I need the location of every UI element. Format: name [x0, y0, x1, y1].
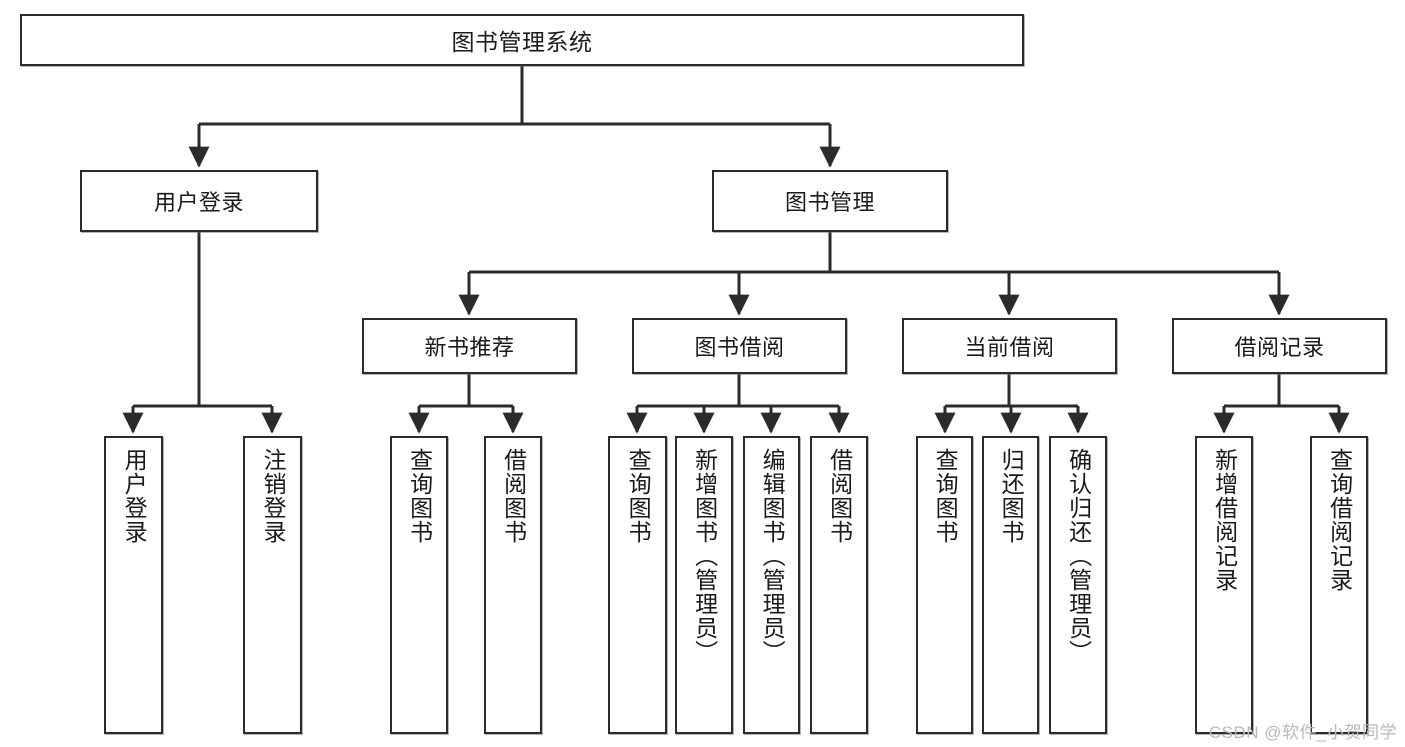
node-current-borrow[interactable]: 当前借阅 [902, 318, 1117, 374]
leaf-confirm-return-admin[interactable]: 确认归还（管理员） [1049, 436, 1107, 734]
leaf-query-borrow-record[interactable]: 查询借阅记录 [1310, 436, 1368, 734]
node-root[interactable]: 图书管理系统 [20, 14, 1024, 66]
leaf-query-book-current-label: 查询图书 [932, 448, 959, 544]
leaf-return-book-label: 归还图书 [998, 448, 1025, 544]
leaf-add-book-admin[interactable]: 新增图书（管理员） [675, 436, 733, 734]
node-borrow-record-label: 借阅记录 [1234, 335, 1325, 360]
node-borrow-record[interactable]: 借阅记录 [1172, 318, 1387, 374]
node-new-book-recommend-label: 新书推荐 [424, 335, 515, 360]
csdn-watermark: CSDN @软件_小贺同学 [1208, 723, 1397, 742]
leaf-add-borrow-record[interactable]: 新增借阅记录 [1195, 436, 1253, 734]
node-book-management[interactable]: 图书管理 [712, 170, 948, 232]
leaf-edit-book-admin-label: 编辑图书（管理员） [759, 448, 786, 664]
leaf-query-book-recommend[interactable]: 查询图书 [390, 436, 448, 734]
leaf-query-borrow-record-label: 查询借阅记录 [1326, 448, 1353, 592]
leaf-logout[interactable]: 注销登录 [243, 436, 302, 734]
leaf-query-book-current[interactable]: 查询图书 [916, 436, 973, 734]
leaf-borrow-book-recommend[interactable]: 借阅图书 [484, 436, 542, 734]
node-current-borrow-label: 当前借阅 [964, 335, 1055, 360]
node-new-book-recommend[interactable]: 新书推荐 [362, 318, 577, 374]
leaf-return-book[interactable]: 归还图书 [982, 436, 1039, 734]
node-user-login-label: 用户登录 [153, 190, 244, 215]
node-book-borrow[interactable]: 图书借阅 [632, 318, 847, 374]
leaf-query-book[interactable]: 查询图书 [608, 436, 667, 734]
leaf-borrow-book-recommend-label: 借阅图书 [500, 448, 527, 544]
leaf-edit-book-admin[interactable]: 编辑图书（管理员） [743, 436, 800, 734]
node-user-login[interactable]: 用户登录 [80, 170, 318, 232]
node-book-management-label: 图书管理 [784, 190, 875, 215]
leaf-borrow-book[interactable]: 借阅图书 [810, 436, 868, 734]
leaf-query-book-recommend-label: 查询图书 [406, 448, 433, 544]
node-root-label: 图书管理系统 [451, 29, 593, 55]
leaf-confirm-return-admin-label: 确认归还（管理员） [1065, 448, 1092, 664]
leaf-user-login[interactable]: 用户登录 [104, 436, 163, 734]
node-book-borrow-label: 图书借阅 [694, 335, 785, 360]
leaf-query-book-label: 查询图书 [625, 448, 652, 544]
leaf-add-book-admin-label: 新增图书（管理员） [691, 448, 718, 664]
leaf-add-borrow-record-label: 新增借阅记录 [1211, 448, 1238, 592]
leaf-user-login-label: 用户登录 [121, 448, 148, 544]
leaf-borrow-book-label: 借阅图书 [826, 448, 853, 544]
leaf-logout-label: 注销登录 [260, 448, 287, 544]
